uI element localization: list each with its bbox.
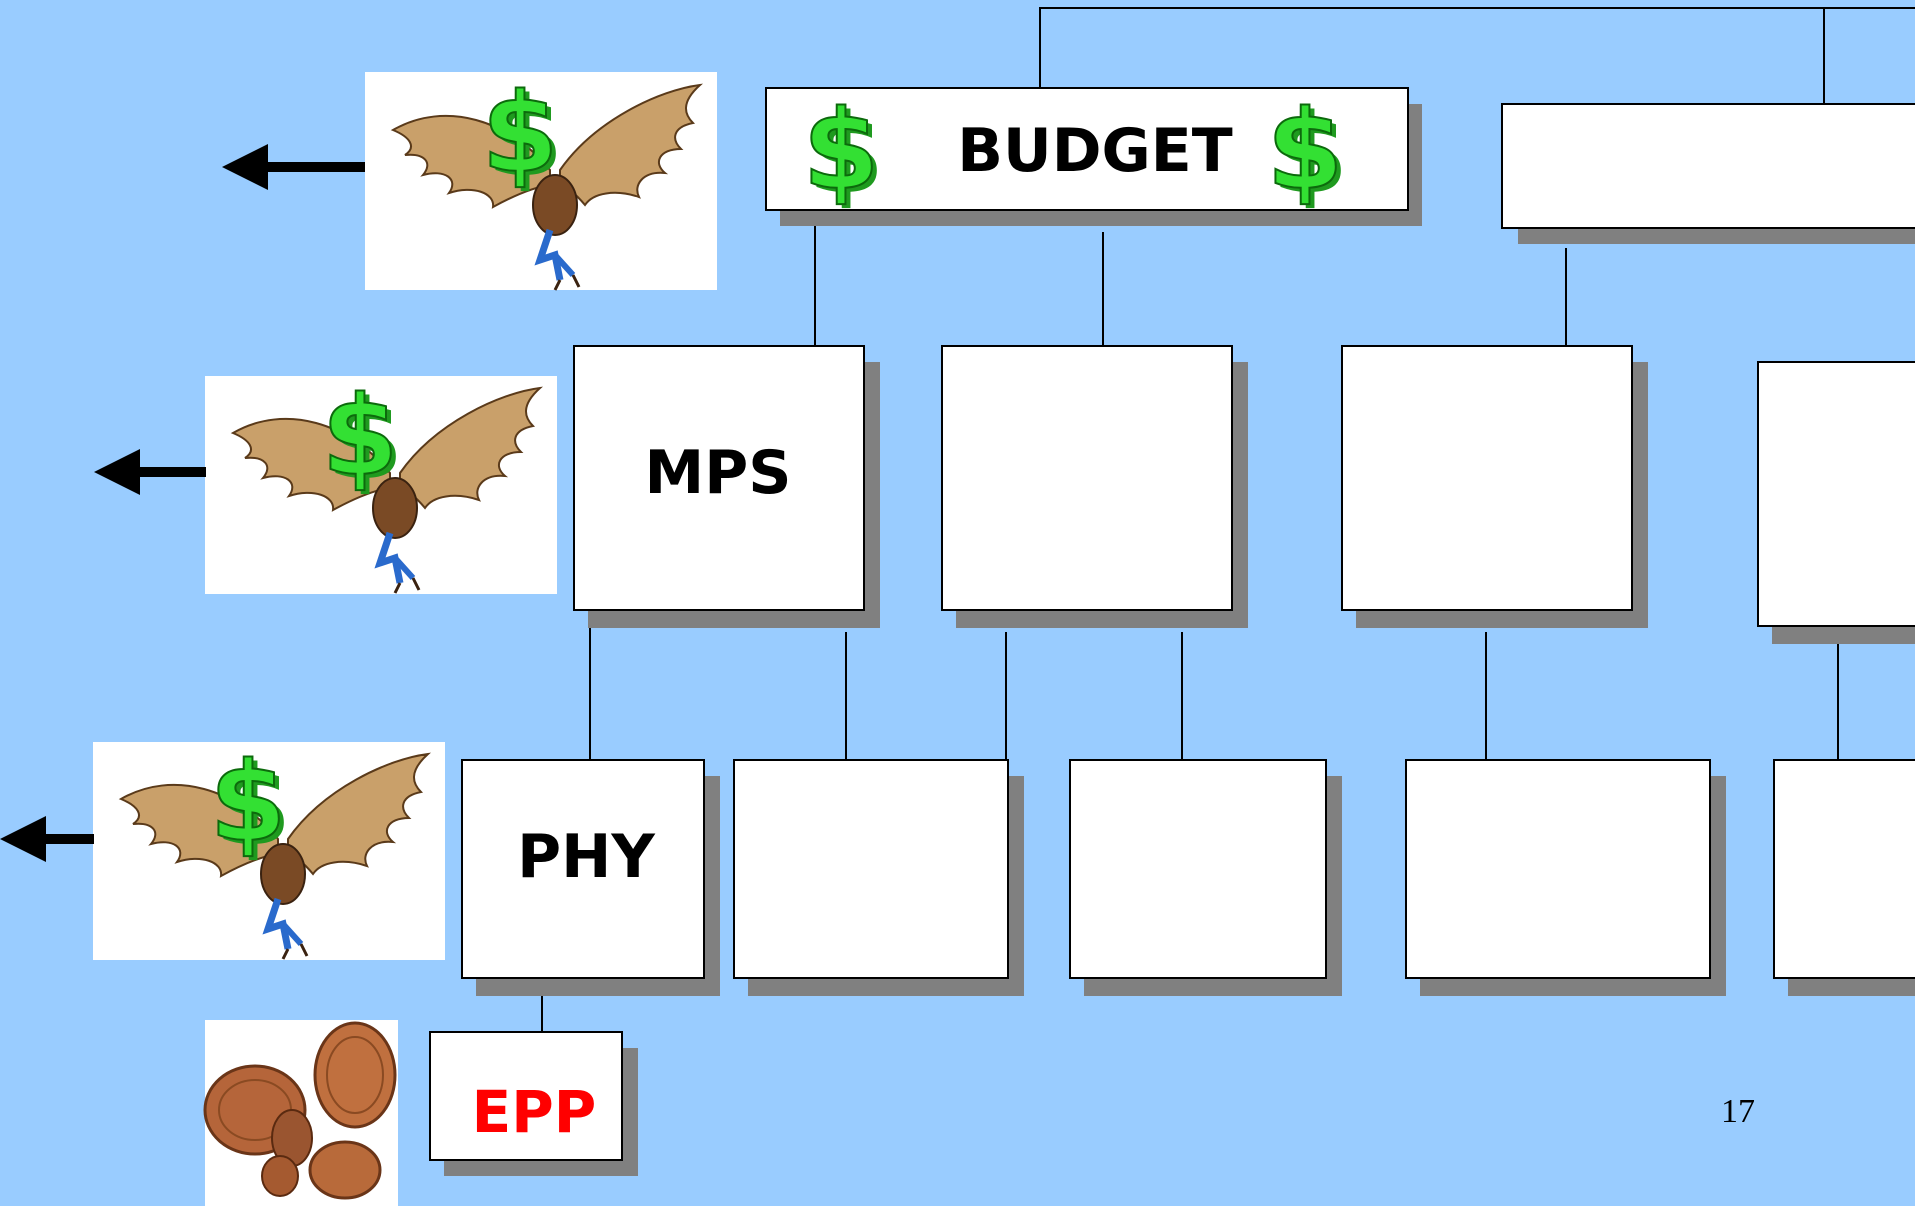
mps-box: [573, 345, 880, 628]
mid-box-4: [1757, 361, 1915, 644]
phy-box: [461, 759, 720, 996]
mps-label: MPS: [645, 438, 792, 508]
budget-label: BUDGET: [957, 116, 1232, 186]
left-arrow-icon: [0, 816, 94, 862]
left-arrow-icon: [222, 144, 365, 190]
epp-label: EPP: [472, 1078, 597, 1146]
dollar-sign-icon: [801, 85, 886, 219]
low-box-3: [1069, 759, 1342, 996]
phy-label: PHY: [517, 822, 656, 892]
mid-box-3: [1341, 345, 1648, 628]
epp-box: [429, 1031, 638, 1176]
dollar-sign-icon: [1265, 85, 1350, 219]
pennies-icon: [203, 1020, 398, 1206]
low-box-2: [733, 759, 1024, 996]
flying-bat-money-icon: [205, 372, 557, 594]
low-box-4: [1405, 759, 1726, 996]
top-right-box: [1501, 103, 1915, 244]
left-arrow-icon: [94, 449, 206, 495]
flying-bat-money-icon: [365, 69, 717, 290]
flying-bat-money-icon: [93, 738, 445, 960]
low-box-5: [1773, 759, 1915, 996]
mid-box-2: [941, 345, 1248, 628]
page-number: 17: [1721, 1093, 1755, 1130]
